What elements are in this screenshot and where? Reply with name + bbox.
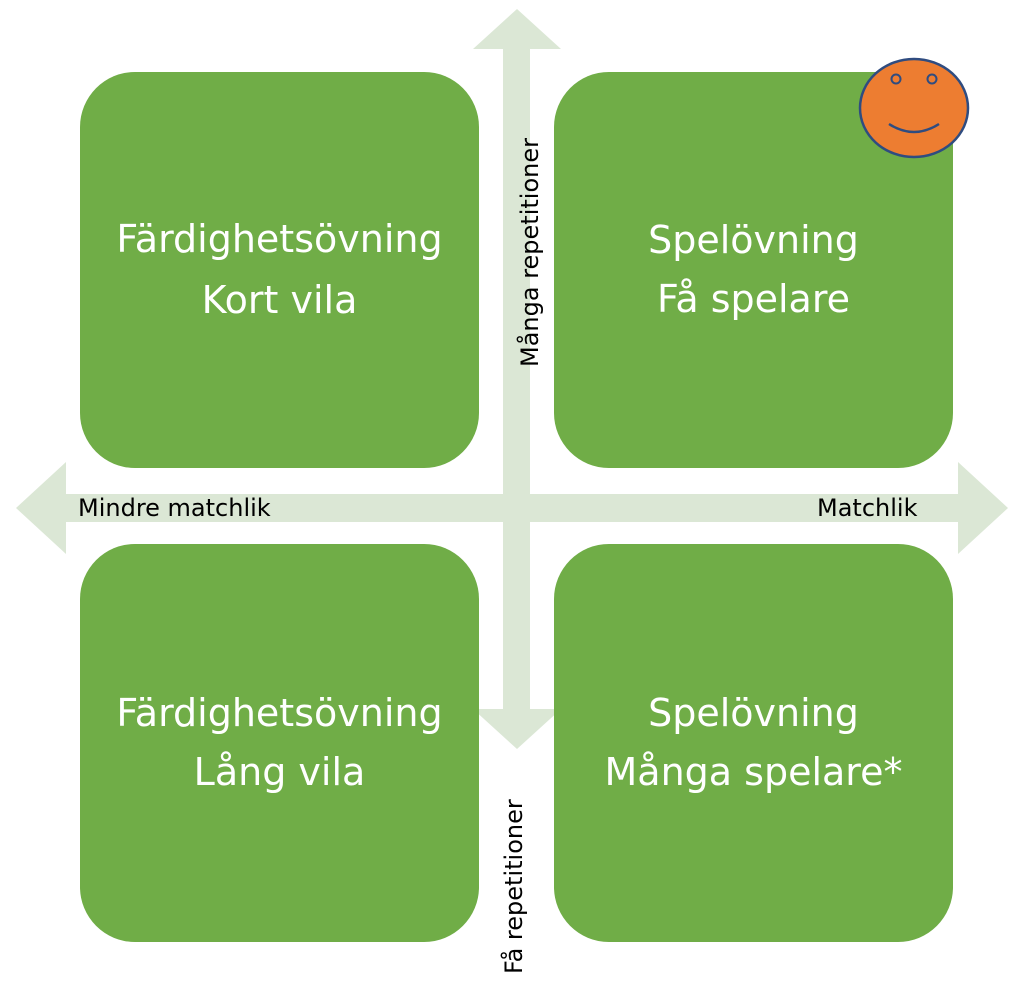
quadrant-top-right: Spelövning Få spelare <box>554 72 953 468</box>
quadrant-top-left-text: Färdighetsövning Kort vila <box>116 217 443 322</box>
axis-label-bottom: Få repetitioner <box>500 799 528 974</box>
quadrant-bottom-right-subtitle: Många spelare* <box>604 750 903 794</box>
quadrant-top-left: Färdighetsövning Kort vila <box>80 72 479 468</box>
quadrant-bottom-right-title: Spelövning <box>648 691 859 736</box>
axis-label-top: Många repetitioner <box>516 138 544 367</box>
quadrant-bottom-left-title: Färdighetsövning <box>116 691 443 736</box>
axis-label-right: Matchlik <box>817 494 918 522</box>
quadrant-bottom-right: Spelövning Många spelare* <box>554 544 953 942</box>
axis-label-left: Mindre matchlik <box>78 494 271 522</box>
smiley-face-icon <box>858 57 970 159</box>
vertical-axis-arrow <box>473 9 561 749</box>
quadrant-bottom-left-subtitle: Lång vila <box>193 750 366 794</box>
quadrant-bottom-left: Färdighetsövning Lång vila <box>80 544 479 942</box>
quadrant-top-right-subtitle: Få spelare <box>656 277 851 321</box>
quadrant-top-right-title: Spelövning <box>648 218 859 263</box>
